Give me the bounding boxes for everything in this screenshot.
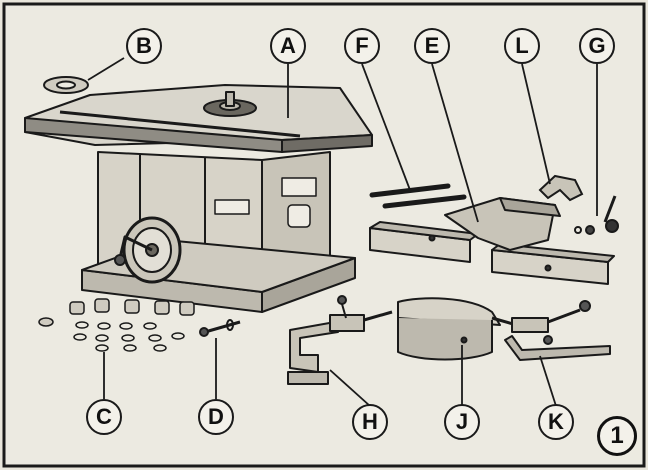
leader-e (431, 63, 479, 223)
table-insert-ring (43, 76, 89, 94)
callout-a: A (270, 28, 306, 64)
callout-e: E (414, 28, 450, 64)
callout-d: D (198, 399, 234, 435)
leader-l (521, 63, 551, 185)
hold-down (287, 295, 393, 385)
bracket (538, 174, 584, 202)
collars-and-washers (38, 298, 195, 352)
callout-c: C (86, 399, 122, 435)
callout-l: L (504, 28, 540, 64)
leader-f (361, 63, 411, 191)
leader-h (329, 369, 371, 407)
machine-table (24, 84, 373, 313)
leader-k (539, 355, 557, 407)
hold-down-arm (504, 300, 611, 361)
callout-f: F (344, 28, 380, 64)
leader-lines (87, 57, 598, 407)
callout-k: K (538, 404, 574, 440)
callout-j: J (444, 404, 480, 440)
callout-h: H (352, 404, 388, 440)
spindle-rods (369, 183, 467, 209)
guard (397, 297, 521, 361)
callout-b: B (126, 28, 162, 64)
callout-g: G (579, 28, 615, 64)
figure-number: 1 (597, 416, 637, 456)
fence-assembly (369, 197, 615, 285)
clamp-screws (574, 195, 619, 235)
leader-b (87, 57, 125, 81)
bolt (199, 319, 241, 337)
